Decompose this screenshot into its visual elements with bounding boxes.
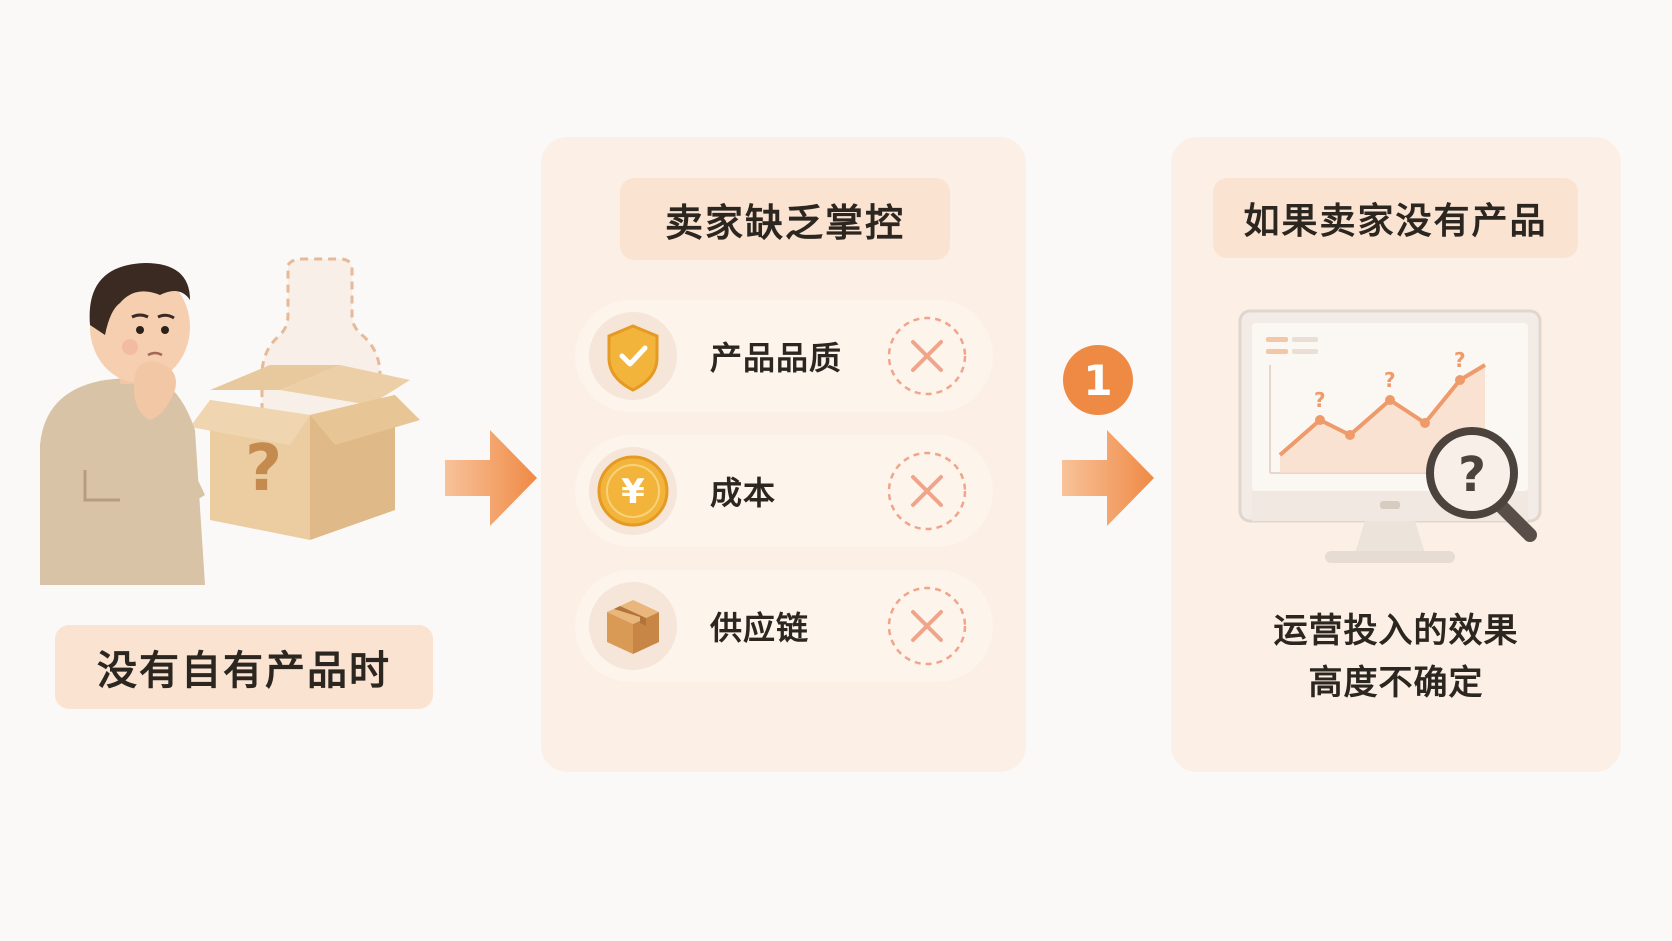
package-box-icon	[607, 600, 659, 654]
row-label: 供应链	[710, 609, 810, 647]
step-number-badge: 1	[1063, 345, 1133, 415]
middle-title: 卖家缺乏掌控	[620, 178, 950, 260]
desc-line-2: 高度不确定	[1308, 663, 1484, 703]
right-arrow-icon	[1062, 430, 1154, 526]
yen-coin-icon: ¥	[597, 455, 669, 527]
x-icon	[887, 586, 967, 666]
svg-text:?: ?	[1314, 388, 1326, 412]
row-cost: ¥ 成本	[575, 435, 993, 547]
x-icon	[887, 451, 967, 531]
row-supply-chain: 供应链	[575, 570, 993, 682]
svg-text:?: ?	[1454, 348, 1466, 372]
row-label: 成本	[710, 474, 777, 512]
row-product-quality: 产品品质	[575, 300, 993, 412]
left-label: 没有自有产品时	[55, 625, 433, 709]
right-arrow-icon	[445, 430, 537, 526]
svg-text:¥: ¥	[621, 472, 645, 512]
right-title: 如果卖家没有产品	[1213, 178, 1578, 258]
outcome-description: 运营投入的效果 高度不确定	[1171, 605, 1621, 709]
svg-text:?: ?	[245, 432, 282, 506]
row-label: 产品品质	[710, 339, 843, 377]
monitor-chart-magnifier-icon: ? ? ? ?	[1230, 305, 1560, 575]
x-icon	[887, 316, 967, 396]
svg-text:?: ?	[1458, 447, 1486, 503]
shield-check-icon	[607, 324, 659, 392]
svg-text:?: ?	[1384, 368, 1396, 392]
confused-person-with-box-illustration: ?	[40, 255, 450, 585]
desc-line-1: 运营投入的效果	[1273, 611, 1519, 651]
